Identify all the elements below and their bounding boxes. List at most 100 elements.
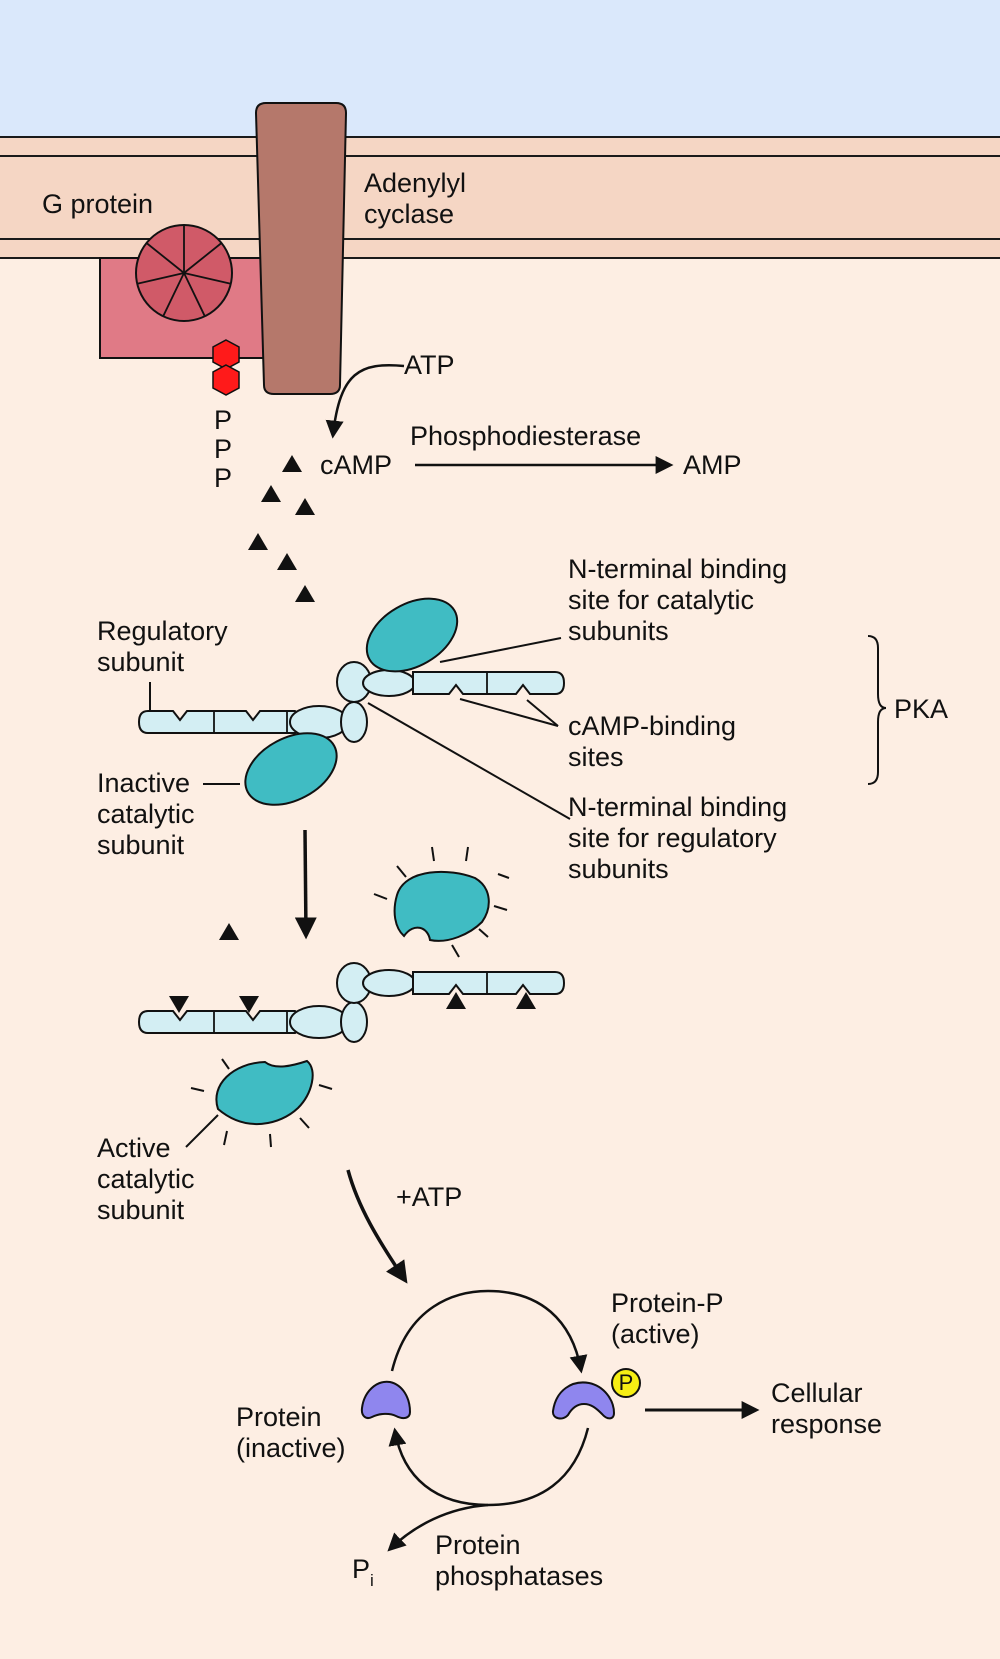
protein-p-label: Protein-P (active) (611, 1288, 724, 1350)
plus-atp-label: +ATP (396, 1182, 463, 1212)
catalytic-subunit-active-lower (190, 1058, 333, 1148)
atp-label: ATP (404, 350, 455, 380)
pi-label: Pi (352, 1554, 374, 1590)
phosphodiesterase-label: Phosphodiesterase (410, 421, 642, 451)
phosphate-symbol: P (618, 1370, 634, 1395)
camp-triangle (282, 455, 302, 472)
active-catalytic-label: Active catalytic subunit (97, 1133, 195, 1226)
label-line: (inactive) (236, 1433, 346, 1463)
catalytic-subunit-active-upper (373, 846, 510, 958)
regulatory-subunit-right-chain-bound (412, 971, 566, 995)
catalytic-subunit-inactive-lower (244, 732, 338, 806)
camp-triangle (295, 498, 315, 515)
phosphate-group (611, 1368, 641, 1398)
cycle-arrow-bottom (388, 1427, 590, 1507)
camp-triangle (295, 585, 315, 602)
camp-triangle (446, 992, 466, 1009)
atp-to-camp-arrow (325, 364, 405, 439)
catalytic-subunit-inactive-upper (365, 597, 459, 673)
label-line: Protein-P (611, 1288, 724, 1318)
regulatory-domain-right (362, 669, 416, 697)
label-line: catalytic (97, 799, 195, 829)
label-line: site for regulatory (568, 823, 777, 853)
label-line: subunit (97, 1195, 185, 1225)
protein-active-shape (551, 1381, 616, 1420)
pka-label: PKA (894, 694, 949, 724)
cellular-response-label: Cellular response (771, 1378, 882, 1440)
activity-rays (190, 1058, 333, 1148)
label-line: catalytic (97, 1164, 195, 1194)
g-protein-label: G protein (42, 189, 154, 219)
leader-lines-pka (149, 635, 887, 820)
n-terminal-regulatory-label: N-terminal binding site for regulatory s… (568, 792, 787, 885)
p-letter: P (214, 463, 233, 493)
regulatory-subunit-label: Regulatory subunit (97, 616, 228, 678)
label-line: subunit (97, 830, 185, 860)
label-line: sites (568, 742, 624, 772)
regulatory-subunit-right-chain (412, 671, 566, 695)
camp-triangle (277, 553, 297, 570)
label-line: subunits (568, 854, 669, 884)
label-line: cyclase (364, 199, 455, 229)
inactive-catalytic-label: Inactive catalytic subunit (97, 768, 195, 861)
dimerization-domain-lower (340, 701, 368, 743)
label-line: (active) (611, 1319, 700, 1349)
camp-triangle (516, 992, 536, 1009)
camp-label: cAMP (320, 450, 393, 480)
camp-binding-sites-label: cAMP-binding sites (568, 711, 736, 773)
ppp-label: P P P (214, 406, 232, 493)
phosphorylation-cycle (387, 1289, 590, 1552)
label-line: Protein (236, 1402, 322, 1432)
regulatory-subunit-left-chain-bound (137, 1010, 299, 1034)
label-line: Inactive (97, 768, 191, 798)
regulatory-subunit-left-chain (137, 710, 299, 734)
p-letter: P (214, 405, 233, 435)
protein-inactive-shape (360, 1380, 412, 1420)
label-line: Adenylyl (364, 168, 467, 198)
g-protein-wheel (135, 224, 233, 322)
label-line: site for catalytic (568, 585, 755, 615)
label-line: N-terminal binding (568, 792, 788, 822)
cycle-arrow-top (390, 1289, 588, 1374)
p-letter: P (214, 434, 233, 464)
pka-activated (137, 962, 566, 1043)
camp-molecules (248, 455, 315, 602)
label-line: N-terminal binding (568, 554, 788, 584)
pi-subscript: i (370, 1571, 374, 1590)
label-line: response (771, 1409, 883, 1439)
g-protein (99, 224, 269, 396)
protein-inactive-label: Protein (inactive) (236, 1402, 346, 1464)
label-line: cAMP-binding (568, 711, 737, 741)
camp-triangle (261, 485, 281, 502)
activation-arrow (294, 829, 317, 940)
gtp-hexagons (212, 339, 240, 396)
extracellular-space (0, 0, 1000, 140)
phosphorylation-arrow (346, 1169, 408, 1284)
pka-inactive-complex (137, 597, 566, 806)
camp-triangle (239, 996, 259, 1013)
label-line: phosphatases (435, 1561, 604, 1591)
bound-camp (169, 992, 536, 1013)
label-line: Cellular (771, 1378, 863, 1408)
adenylyl-cyclase (254, 102, 348, 395)
pi-release-arrow (387, 1503, 489, 1552)
pka-brace (867, 635, 887, 785)
protein-phosphatases-label: Protein phosphatases (435, 1530, 603, 1592)
free-camp-triangle (219, 923, 239, 940)
label-line: Regulatory (97, 616, 228, 646)
pi-main: P (352, 1554, 371, 1584)
camp-triangle (169, 996, 189, 1013)
label-line: subunits (568, 616, 669, 646)
label-line: Active (97, 1133, 171, 1163)
adenylyl-cyclase-label: Adenylyl cyclase (364, 168, 466, 230)
amp-label: AMP (683, 450, 742, 480)
activity-rays (373, 846, 510, 958)
cytosol (0, 140, 1000, 1659)
label-line: subunit (97, 647, 185, 677)
label-line: Protein (435, 1530, 521, 1560)
n-terminal-catalytic-label: N-terminal binding site for catalytic su… (568, 554, 787, 647)
leader-line-active-catalytic (185, 1114, 219, 1148)
camp-triangle (248, 533, 268, 550)
